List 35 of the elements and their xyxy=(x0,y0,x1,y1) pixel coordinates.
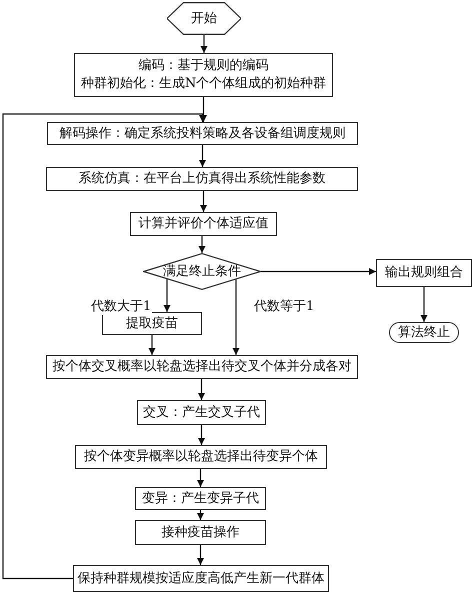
process-box: 接种疫苗操作 xyxy=(135,520,266,545)
process-box: 按个体交叉概率以轮盘选择出待交叉个体并分成各对 xyxy=(46,355,358,379)
arrow xyxy=(199,145,206,167)
process-box: 保持种群规模按适应度高低产生新一代群体 xyxy=(73,565,329,592)
terminal-box: 算法终止 xyxy=(389,322,459,343)
arrow xyxy=(200,191,207,212)
arrow xyxy=(197,510,204,520)
edge-label: 代数等于1 xyxy=(253,297,316,315)
edge-label: 代数大于1 xyxy=(90,297,152,315)
process-box: 计算并评价个体适应值 xyxy=(130,212,277,236)
arrow xyxy=(420,287,428,322)
process-box: 变异：产生变异子代 xyxy=(135,487,266,510)
process-box: 系统仿真：在平台上仿真得出系统性能参数 xyxy=(46,167,358,191)
process-box: 解码操作：确定系统投料策略及各设备组调度规则 xyxy=(47,122,358,145)
arrow xyxy=(200,97,207,122)
process-box xyxy=(74,53,333,97)
arrow xyxy=(232,279,240,355)
arrow xyxy=(148,335,156,355)
arrow xyxy=(200,35,208,53)
arrow xyxy=(261,268,376,275)
arrow xyxy=(2,113,206,580)
arrow xyxy=(197,545,204,565)
arrow xyxy=(164,279,170,312)
arrow xyxy=(198,236,206,253)
arrow xyxy=(197,469,204,487)
process-box: 交叉：产生交叉子代 xyxy=(137,400,266,425)
arrow xyxy=(198,425,205,445)
process-box: 按个体变异概率以轮盘选择出待变异个体 xyxy=(75,445,327,469)
text-line: 编码：基于规则的编码 xyxy=(138,57,268,75)
decision-diamond: 满足终止条件 xyxy=(143,253,261,290)
process-box: 输出规则组合 xyxy=(376,259,472,287)
process-box: 提取疫苗 xyxy=(102,312,202,335)
arrow xyxy=(198,379,205,400)
start-hexagon: 开始 xyxy=(167,2,241,35)
text-line: 种群初始化：生成N个个体组成的初始种群 xyxy=(80,75,326,93)
